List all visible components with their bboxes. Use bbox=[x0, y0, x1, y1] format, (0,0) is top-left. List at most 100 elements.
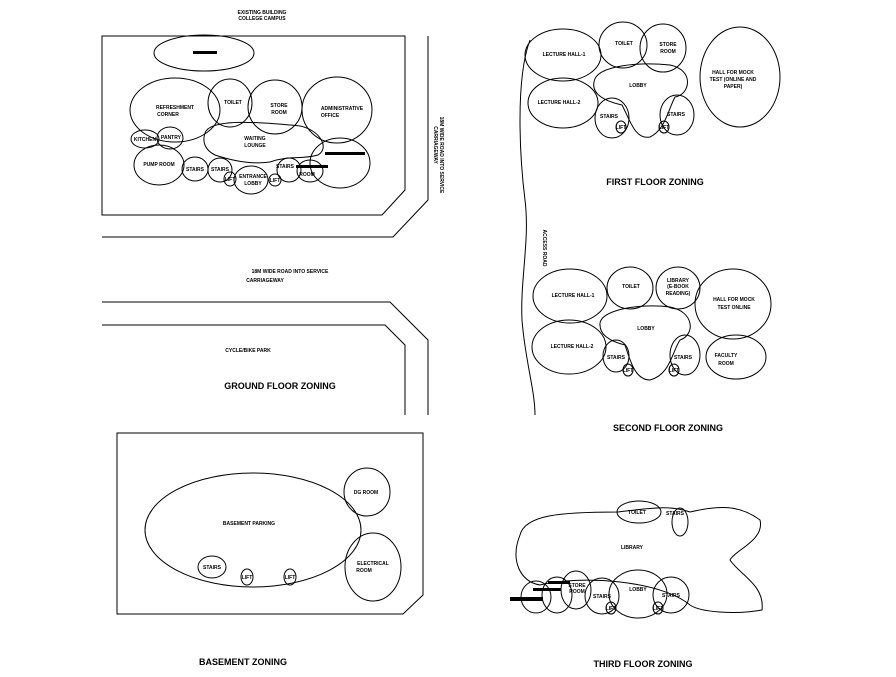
label-admin: OFFICE bbox=[321, 113, 340, 119]
bubble-toilet bbox=[207, 78, 253, 128]
label-lift: LIFT bbox=[270, 178, 281, 184]
third-floor-title: THIRD FLOOR ZONING bbox=[594, 659, 693, 669]
label-lift: LIFT bbox=[623, 368, 634, 374]
label-mock-hall: TEST (ONLINE AND bbox=[710, 77, 757, 83]
bubble-lift bbox=[223, 171, 237, 187]
basement-title: BASEMENT ZONING bbox=[199, 657, 287, 667]
label-lecture-hall-1: LECTURE HALL-1 bbox=[543, 52, 586, 58]
label-mock-hall: HALL FOR MOCK bbox=[712, 70, 754, 76]
label-stairs: STAIRS bbox=[276, 164, 295, 170]
label-toilet: TOILET bbox=[615, 41, 633, 47]
redacted-label bbox=[533, 588, 561, 591]
label-store: STORE bbox=[270, 103, 288, 109]
label-library: LIBRARY bbox=[667, 278, 690, 284]
label-lift: LIFT bbox=[242, 575, 253, 581]
label-dg-room: DG ROOM bbox=[354, 490, 378, 496]
bubble-lift bbox=[268, 173, 282, 187]
road-edge bbox=[102, 36, 429, 238]
label-stairs: STAIRS bbox=[674, 355, 693, 361]
label-waiting: WAITING bbox=[244, 136, 265, 142]
label-library: READING) bbox=[666, 291, 691, 297]
label-library: LIBRARY bbox=[621, 545, 644, 551]
label-refreshment: REFRESHMENT bbox=[156, 105, 194, 111]
ground-floor-title: GROUND FLOOR ZONING bbox=[224, 381, 336, 391]
road-edge bbox=[102, 301, 429, 415]
site-boundary bbox=[101, 35, 406, 216]
label-stairs: STAIRS bbox=[607, 355, 626, 361]
first-floor-plan: LECTURE HALL-1 TOILET STORE ROOM HALL FO… bbox=[524, 21, 781, 187]
label-stairs: STAIRS bbox=[666, 511, 685, 517]
label-store: ROOM bbox=[569, 589, 585, 595]
label-refreshment: CORNER bbox=[157, 112, 179, 118]
road-label: 18M WIDE ROAD INTO SERVICE bbox=[252, 269, 329, 275]
second-floor-plan: LECTURE HALL-1 TOILET LIBRARY (E-BOOK RE… bbox=[531, 266, 772, 433]
park-label: CYCLE/BIKE PARK bbox=[225, 348, 271, 354]
label-lobby: LOBBY bbox=[637, 326, 655, 332]
label-electrical: ROOM bbox=[356, 568, 372, 574]
label-mock-hall: PAPER) bbox=[724, 84, 743, 90]
label-lift: LIFT bbox=[653, 606, 664, 612]
label-store: ROOM bbox=[660, 49, 676, 55]
label-admin: ADMINISTRATIVE bbox=[321, 106, 364, 112]
bubble-pantry bbox=[156, 126, 184, 150]
label-mock-hall: TEST ONLINE bbox=[717, 305, 751, 311]
side-road-label: CARRIAGEWAY bbox=[432, 126, 438, 164]
label-store: ROOM bbox=[271, 110, 287, 116]
label-entrance: LOBBY bbox=[244, 181, 262, 187]
side-road-label: 18M WIDE ROAD INTO SERVICE bbox=[438, 117, 444, 194]
label-pantry: PANTRY bbox=[161, 135, 182, 141]
label-waiting: LOUNGE bbox=[244, 143, 266, 149]
label-lift: LIFT bbox=[616, 125, 627, 131]
basement-plan: DG ROOM BASEMENT PARKING ELECTRICAL ROOM… bbox=[116, 432, 424, 667]
label-lift: LIFT bbox=[669, 368, 680, 374]
label-lecture-hall-1: LECTURE HALL-1 bbox=[552, 293, 595, 299]
redacted-label bbox=[296, 165, 328, 168]
bubble-pump bbox=[133, 144, 185, 186]
redacted-label bbox=[193, 51, 217, 54]
access-road-edge bbox=[519, 39, 536, 416]
road-edge bbox=[102, 324, 406, 415]
label-toilet: TOILET bbox=[628, 510, 646, 516]
label-lobby: LOBBY bbox=[629, 83, 647, 89]
label-electrical: ELECTRICAL bbox=[357, 561, 389, 567]
label-stairs: STAIRS bbox=[186, 167, 205, 173]
label-lift: LIFT bbox=[659, 125, 670, 131]
existing-campus-label: COLLEGE CAMPUS bbox=[238, 16, 286, 22]
access-road-label: ACCESS ROAD bbox=[541, 230, 547, 267]
label-parking: BASEMENT PARKING bbox=[223, 521, 275, 527]
road-label: CARRIAGEWAY bbox=[246, 278, 284, 284]
label-stairs: STAIRS bbox=[667, 112, 686, 118]
second-floor-title: SECOND FLOOR ZONING bbox=[613, 423, 723, 433]
label-faculty: ROOM bbox=[718, 361, 734, 367]
label-toilet: TOILET bbox=[224, 100, 242, 106]
first-floor-title: FIRST FLOOR ZONING bbox=[606, 177, 704, 187]
label-toilet: TOILET bbox=[622, 284, 640, 290]
label-stairs: STAIRS bbox=[593, 594, 612, 600]
bubble-stairs bbox=[276, 157, 302, 183]
label-lift: LIFT bbox=[606, 606, 617, 612]
redacted-label bbox=[510, 597, 543, 601]
bubble-right bbox=[309, 137, 371, 189]
bubble-waiting bbox=[203, 121, 324, 164]
label-stairs: STAIRS bbox=[662, 593, 681, 599]
redacted-label bbox=[325, 152, 365, 155]
label-store: STORE bbox=[568, 583, 586, 589]
label-kitchen: KITCHEN bbox=[134, 137, 157, 143]
existing-building-label: EXISTING BUILDING bbox=[238, 10, 287, 16]
bubble-top bbox=[153, 34, 255, 72]
label-mock-hall: HALL FOR MOCK bbox=[713, 297, 755, 303]
bubble-stairs bbox=[207, 157, 233, 183]
label-faculty: FACULTY bbox=[715, 353, 738, 359]
label-stairs: STAIRS bbox=[203, 565, 222, 571]
redacted-label bbox=[548, 581, 570, 584]
bubble-entrance bbox=[233, 165, 269, 195]
label-stairs: STAIRS bbox=[211, 167, 230, 173]
ground-floor-plan: EXISTING BUILDING COLLEGE CAMPUS 18M WID… bbox=[101, 10, 444, 415]
label-library: (E-BOOK bbox=[667, 284, 689, 290]
label-pump: PUMP ROOM bbox=[143, 162, 174, 168]
label-lift: LIFT bbox=[225, 177, 236, 183]
bubble-admin bbox=[301, 76, 373, 144]
label-stairs: STAIRS bbox=[600, 114, 619, 120]
label-lift: LIFT bbox=[285, 575, 296, 581]
